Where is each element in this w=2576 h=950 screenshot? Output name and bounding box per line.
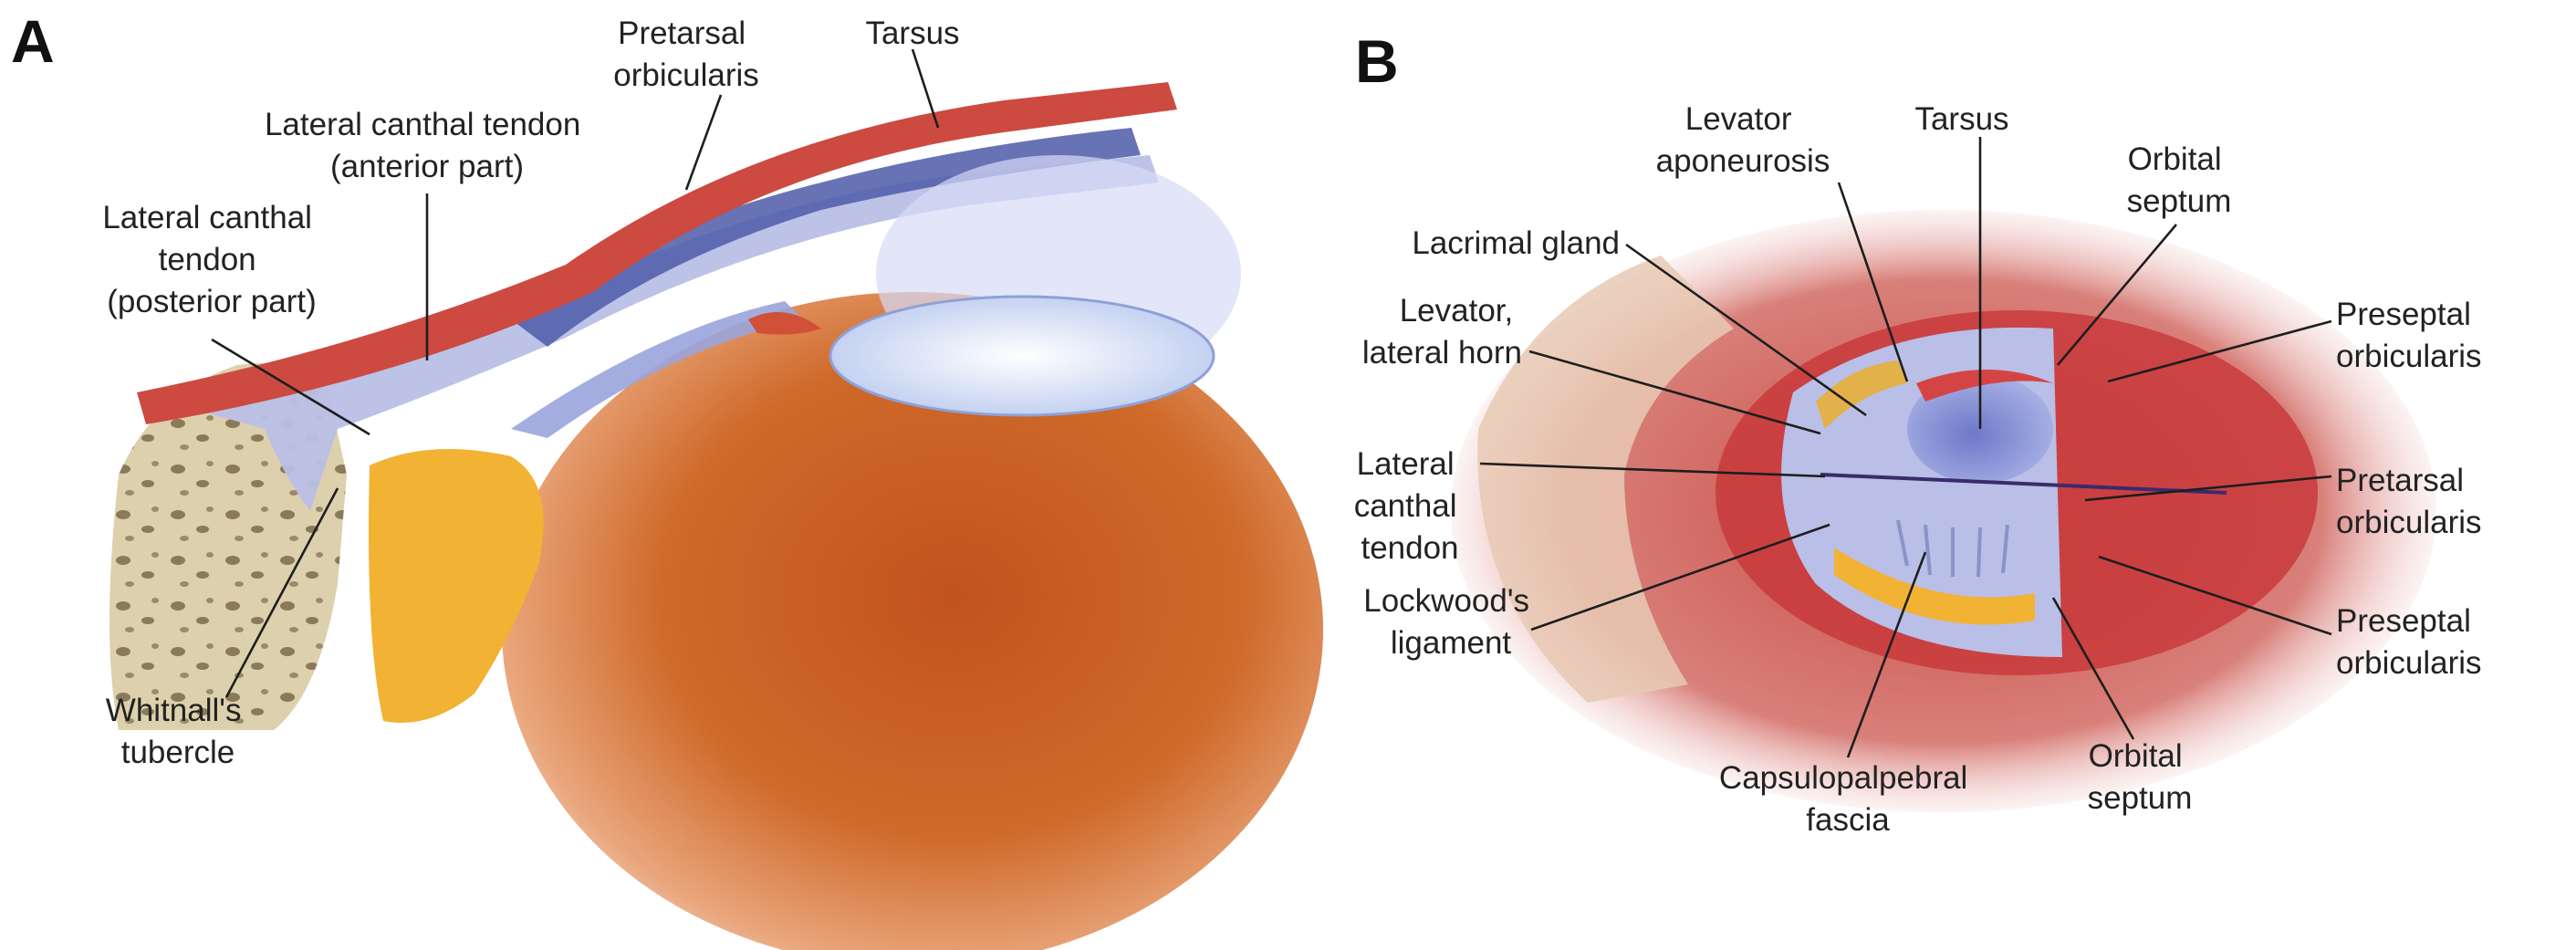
panel-b-letter: B [1355,27,1399,95]
septum-band [511,301,803,438]
panel-b-leader-lines [1479,137,2332,758]
panel-a-leader-lines [211,48,940,698]
upper-lid-red [1916,370,2053,402]
orbicularis-skin [137,82,1177,424]
lacrimal-gland-region [1816,360,1907,429]
label-levator-lateral-horn: Levator, lateral horn [1362,293,1522,371]
label-pretarsal-orbicularis-a: Pretarsal orbicularis [613,16,759,93]
lateral-face-skin [1477,256,1734,703]
label-lateral-canthal-tendon-anterior: Lateral canthal tendon (anterior part) [265,107,589,184]
label-lateral-canthal-tendon-b: Lateral canthal tendon [1354,446,1466,566]
tarsus-plate [511,128,1141,347]
label-whitnalls-tubercle: Whitnall's tubercle [106,693,250,770]
label-lateral-canthal-tendon-posterior: Lateral canthal tendon (posterior part) [102,200,320,319]
label-orbital-septum-top: Orbital septum [2127,141,2232,219]
label-tarsus-a: Tarsus [865,16,959,51]
label-lockwoods-ligament: Lockwood's ligament [1363,583,1538,661]
label-preseptal-orbicularis-bottom: Preseptal orbicularis [2336,603,2482,681]
globe [502,292,1323,950]
panel-a-letter: A [11,7,55,75]
panel-a-illustration [110,82,1323,950]
label-pretarsal-orbicularis-b: Pretarsal orbicularis [2336,463,2482,540]
label-lacrimal-gland: Lacrimal gland [1412,225,1620,261]
lid-margin [1820,473,2227,495]
label-levator-aponeurosis: Levator aponeurosis [1656,101,1830,179]
lower-fat-pad [1834,548,2035,625]
lens [829,295,1215,417]
label-preseptal-orbicularis-top: Preseptal orbicularis [2336,297,2482,374]
label-capsulopalpebral-fascia: Capsulopalpebral fascia [1719,760,1976,838]
conjunctiva-fold [748,312,821,335]
panel-b-illustration [1451,210,2436,812]
label-tarsus-b: Tarsus [1914,101,2008,137]
orbital-fat [369,449,544,723]
capsulopalpebral-fibres [1896,519,2009,578]
label-orbital-septum-bottom: Orbital septum [2088,738,2193,816]
